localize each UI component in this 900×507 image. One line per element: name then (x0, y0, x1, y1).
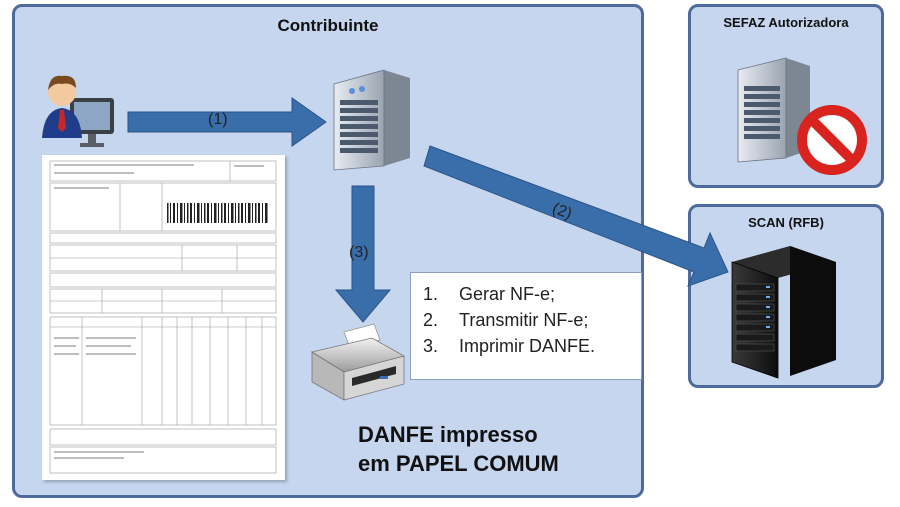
step-item: 1. Gerar NF-e; (423, 281, 641, 307)
step-item: 3. Imprimir DANFE. (423, 333, 641, 359)
arrow-2 (423, 145, 729, 287)
prohibited-icon (797, 105, 867, 175)
contribuinte-server-icon (333, 69, 410, 171)
step-number: 2. (423, 310, 439, 330)
step-item: 2. Transmitir NF-e; (423, 307, 641, 333)
scan-panel: SCAN (RFB) (688, 204, 884, 388)
user-computer-icon (42, 75, 114, 147)
contribuinte-title: Contribuinte (277, 16, 379, 35)
danfe-document-image (42, 155, 285, 480)
arrow-1 (127, 97, 327, 147)
sefaz-title: SEFAZ Autorizadora (723, 15, 849, 30)
printer-icon (310, 323, 406, 401)
arrow-3-label: (3) (349, 244, 369, 261)
sefaz-server-icon (737, 57, 810, 163)
step-number: 3. (423, 336, 439, 356)
scan-server-icon (731, 246, 836, 379)
step-number: 1. (423, 284, 439, 304)
caption-line-1: DANFE impresso (358, 422, 538, 447)
danfe-caption: DANFE impresso em PAPEL COMUM (358, 420, 559, 478)
step-text: Imprimir DANFE. (459, 336, 595, 356)
danfe-form-drawing (49, 160, 277, 474)
scan-title: SCAN (RFB) (748, 215, 824, 230)
steps-list: 1. Gerar NF-e; 2. Transmitir NF-e; 3. Impri… (423, 281, 641, 359)
step-text: Gerar NF-e; (459, 284, 556, 304)
arrow-3 (334, 185, 392, 323)
step-text: Transmitir NF-e; (459, 310, 589, 330)
caption-line-2: em PAPEL COMUM (358, 451, 559, 476)
arrow-1-label: (1) (208, 111, 228, 128)
steps-box: 1. Gerar NF-e; 2. Transmitir NF-e; 3. Impri… (410, 272, 642, 380)
